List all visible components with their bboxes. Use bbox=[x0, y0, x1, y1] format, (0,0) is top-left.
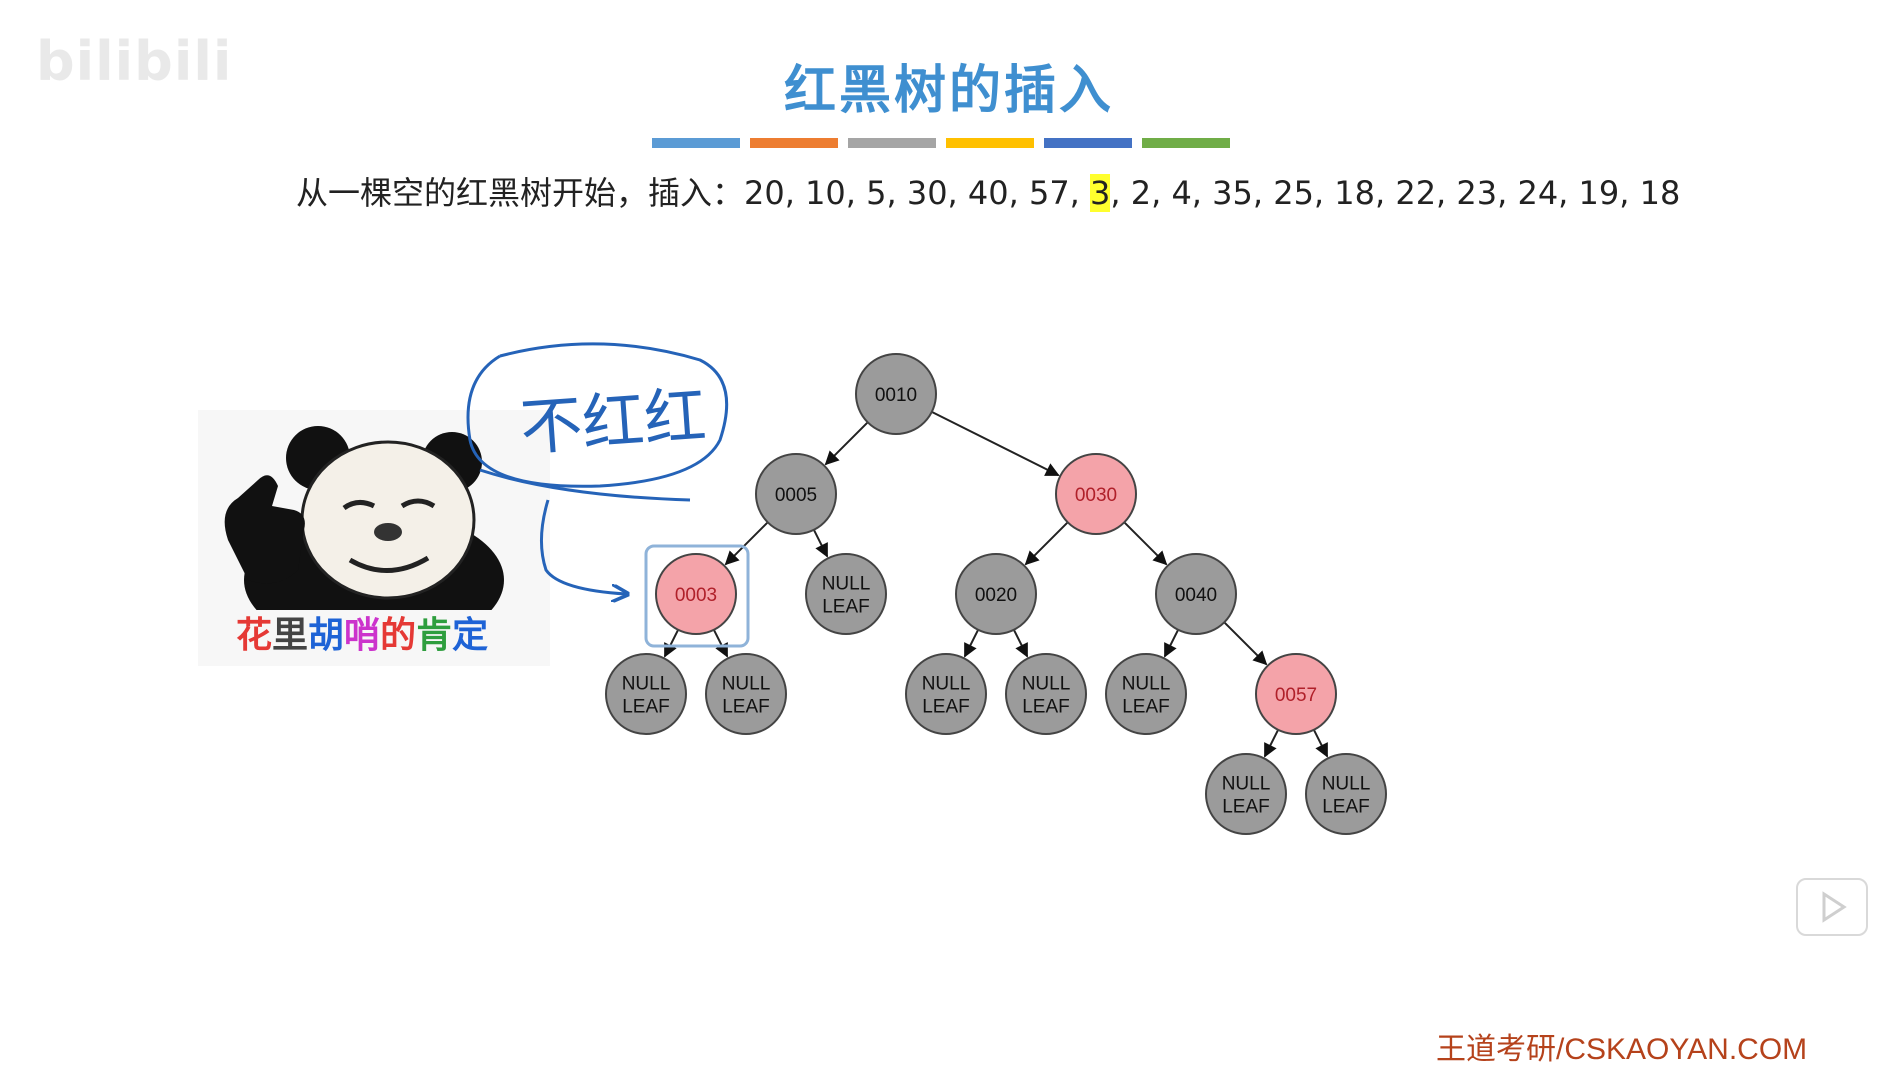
red-node: 0030 bbox=[1055, 453, 1137, 535]
meme-caption-char: 哨 bbox=[344, 615, 381, 656]
black-node: 0040 bbox=[1155, 553, 1237, 635]
tree-edge bbox=[931, 410, 1060, 477]
node-label: 0020 bbox=[975, 585, 1017, 606]
node-label: 0057 bbox=[1275, 685, 1317, 706]
sequence-prefix: 从一棵空的红黑树开始，插入：20, 10, 5, 30, 40, 57, bbox=[296, 174, 1091, 212]
red-node: 0057 bbox=[1255, 653, 1337, 735]
tree-edge bbox=[724, 521, 769, 566]
node-label: 0040 bbox=[1175, 585, 1217, 606]
bilibili-watermark: bilibili bbox=[36, 30, 233, 93]
annotation-text: 不红红 bbox=[518, 379, 709, 465]
tree-edge bbox=[1163, 629, 1180, 658]
tree-edge bbox=[663, 629, 680, 658]
play-icon bbox=[1822, 891, 1847, 923]
color-bar bbox=[1044, 138, 1132, 148]
node-label: 0010 bbox=[875, 385, 917, 406]
tree-edge bbox=[1263, 729, 1280, 758]
tree-edge bbox=[1223, 621, 1268, 666]
sequence-suffix: , 2, 4, 35, 25, 18, 22, 23, 24, 19, 18 bbox=[1110, 174, 1681, 212]
black-node: 0010 bbox=[855, 353, 937, 435]
meme-caption-char: 胡 bbox=[308, 615, 345, 656]
play-button[interactable] bbox=[1796, 878, 1868, 936]
tree-edge bbox=[812, 529, 829, 558]
tree-edge bbox=[824, 421, 869, 466]
panda-meme-sticker: 花里胡哨的肯定 bbox=[198, 410, 550, 666]
color-bar bbox=[750, 138, 838, 148]
color-bar bbox=[848, 138, 936, 148]
pen-annotation: 不红红 bbox=[466, 342, 729, 594]
insert-sequence: 从一棵空的红黑树开始，插入：20, 10, 5, 30, 40, 57, 3, … bbox=[296, 168, 1680, 214]
selection-box bbox=[644, 544, 750, 648]
node-label: 0030 bbox=[1075, 485, 1117, 506]
footer-brand: 王道考研/CSKAOYAN.COM bbox=[1436, 1033, 1808, 1066]
tree-edge bbox=[1123, 521, 1168, 566]
meme-caption-char: 肯 bbox=[416, 615, 453, 656]
tree-edge bbox=[1012, 629, 1029, 658]
tree-edge bbox=[712, 629, 729, 658]
color-bar bbox=[1142, 138, 1230, 148]
slide-title: 红黑树的插入 bbox=[783, 61, 1114, 121]
meme-caption-char: 的 bbox=[380, 615, 417, 656]
red-node: 0003 bbox=[655, 553, 737, 635]
meme-caption-char: 里 bbox=[272, 615, 309, 656]
meme-caption-char: 定 bbox=[452, 615, 489, 656]
color-bar bbox=[946, 138, 1034, 148]
node-label: 0003 bbox=[675, 585, 717, 606]
sequence-highlighted-key: 3 bbox=[1090, 174, 1111, 212]
tree-edge bbox=[963, 629, 980, 658]
black-node: 0005 bbox=[755, 453, 837, 535]
color-bar bbox=[652, 138, 740, 148]
meme-caption-char: 花 bbox=[236, 615, 273, 656]
tree-edge bbox=[1024, 521, 1069, 566]
tree-edge bbox=[1312, 729, 1329, 758]
meme-caption: 花里胡哨的肯定 bbox=[236, 606, 488, 658]
black-node: 0020 bbox=[955, 553, 1037, 635]
node-label: 0005 bbox=[775, 485, 817, 506]
